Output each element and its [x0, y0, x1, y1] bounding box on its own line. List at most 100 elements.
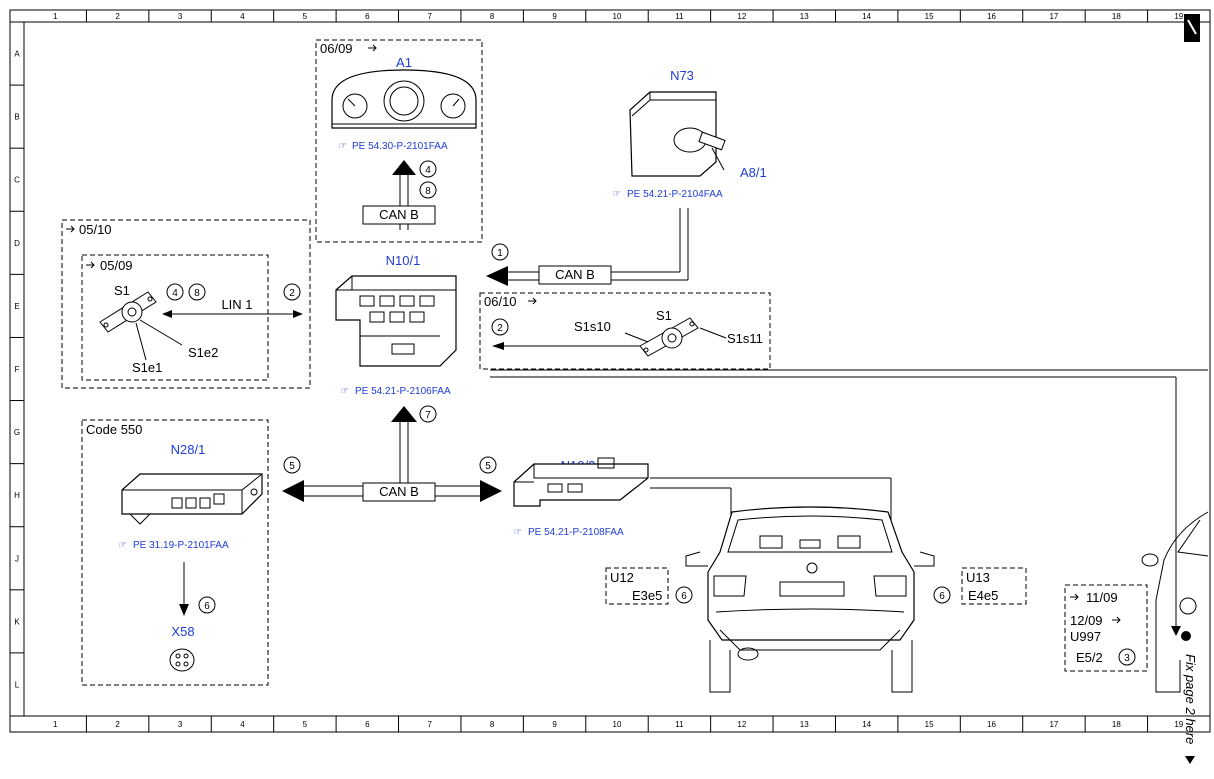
n28-1-label: N28/1 [171, 442, 206, 457]
grid-column-label: 14 [862, 720, 871, 729]
grid-column-label: 4 [240, 720, 245, 729]
s1-left-e1: S1e1 [132, 360, 162, 375]
u997-num: 3 [1124, 653, 1130, 664]
rear-sam-icon [513, 457, 649, 507]
grid-column-label: 11 [675, 720, 684, 729]
n73-can-label: CAN B [555, 267, 595, 282]
n28-1-ref-icon: ☞ [118, 540, 127, 551]
grid-column-label: 16 [987, 12, 996, 21]
grid-row-label: B [14, 113, 19, 122]
s1-left-num-2: 8 [194, 288, 200, 299]
side-note-arrow-icon [1185, 756, 1195, 764]
grid-column-label: 16 [987, 720, 996, 729]
trailer-socket-icon [169, 648, 195, 672]
grid-column-label: 3 [178, 720, 183, 729]
steering-switch-icon-right [639, 317, 699, 357]
a1-ref-icon: ☞ [338, 141, 347, 152]
u13-box [961, 567, 1027, 605]
s1-left-inner-box [81, 254, 269, 381]
s1-left-date: 05/10 [79, 222, 112, 237]
a1-can-box [362, 205, 436, 225]
grid-row-label: H [14, 491, 20, 500]
grid-row-label: E [14, 302, 19, 311]
u13-title: U13 [966, 570, 990, 585]
n73-num: 1 [497, 248, 503, 259]
grid-row-label: L [15, 680, 20, 689]
bottom-can-label: CAN B [379, 484, 419, 499]
side-note: Fix page 2 here [1183, 654, 1198, 744]
grid-column-label: 17 [1049, 720, 1058, 729]
grid-column-label: 12 [737, 12, 746, 21]
grid-row-label: C [14, 176, 20, 185]
grid-row-label: J [15, 554, 19, 563]
s1-right-num: 2 [497, 323, 503, 334]
n28-1-ref: PE 31.19-P-2101FAA [133, 540, 229, 551]
u13-code: E4e5 [968, 588, 998, 603]
grid-column-label: 9 [552, 720, 557, 729]
ignition-switch-icon [629, 91, 726, 177]
grid-column-label: 9 [552, 12, 557, 21]
code550-box [81, 419, 269, 686]
lin-num: 2 [289, 288, 295, 299]
grid-row-label: K [14, 617, 20, 626]
grid-column-label: 2 [115, 720, 120, 729]
a1-num-1: 4 [425, 165, 431, 176]
a1-can-label: CAN B [379, 207, 419, 222]
n73-label: N73 [670, 68, 694, 83]
a1-ref: PE 54.30-P-2101FAA [352, 141, 448, 152]
u997-box [1064, 584, 1148, 672]
a1-label: A1 [396, 55, 412, 70]
grid-column-label: 10 [613, 720, 622, 729]
sam-module-icon [335, 275, 457, 367]
n10-1-ref-icon: ☞ [340, 386, 349, 397]
u997-date-2: 12/09 [1070, 613, 1103, 628]
x58-label: X58 [171, 624, 194, 639]
grid-column-label: 1 [53, 720, 58, 729]
s1-right-s10: S1s10 [574, 319, 611, 334]
grid-column-label: 13 [800, 12, 809, 21]
grid-row-label: D [14, 239, 20, 248]
grid-row-label: G [14, 428, 20, 437]
a1-dashed-box [315, 39, 483, 243]
u13-num: 6 [939, 591, 945, 602]
grid-column-label: 5 [303, 12, 308, 21]
s1-right-s11: S1s11 [727, 331, 763, 346]
car-side-partial-icon [1141, 511, 1209, 693]
grid-row-label: A [14, 50, 20, 59]
trailer-module-icon [121, 473, 263, 525]
a1-date: 06/09 [320, 41, 353, 56]
grid-column-label: 8 [490, 12, 495, 21]
grid-column-ticks: 1122334455667788991010111112121313141415… [53, 10, 1211, 732]
n10-2-ref-icon: ☞ [513, 527, 522, 538]
n10-1-label: N10/1 [386, 253, 421, 268]
u997-code: E5/2 [1076, 650, 1103, 665]
n73-ref: PE 54.21-P-2104FAA [627, 189, 723, 200]
u997-title: U997 [1070, 629, 1101, 644]
car-rear-icon [685, 506, 935, 693]
code550-num: 6 [204, 601, 210, 612]
grid-column-label: 12 [737, 720, 746, 729]
lin-label: LIN 1 [221, 297, 252, 312]
n10-2-ref: PE 54.21-P-2108FAA [528, 527, 624, 538]
grid-column-label: 11 [675, 12, 684, 21]
grid-column-label: 6 [365, 12, 370, 21]
u12-num: 6 [681, 591, 687, 602]
s1-right-box [479, 292, 771, 370]
grid-column-label: 8 [490, 720, 495, 729]
grid-column-label: 19 [1174, 720, 1183, 729]
grid-column-label: 7 [428, 720, 433, 729]
grid-column-label: 18 [1112, 720, 1121, 729]
steering-switch-icon-left [99, 291, 157, 333]
bottom-can-num-right: 5 [485, 461, 491, 472]
s1-right-date: 06/10 [484, 294, 517, 309]
n73-sub-label: A8/1 [740, 165, 767, 180]
grid-column-label: 19 [1174, 12, 1183, 21]
a1-num-2: 8 [425, 186, 431, 197]
grid-column-label: 3 [178, 12, 183, 21]
s1-left-label: S1 [114, 283, 130, 298]
grid-row-label: F [15, 365, 20, 374]
grid-column-label: 13 [800, 720, 809, 729]
page-marker-icon [1184, 14, 1200, 42]
s1-left-e2: S1e2 [188, 345, 218, 360]
